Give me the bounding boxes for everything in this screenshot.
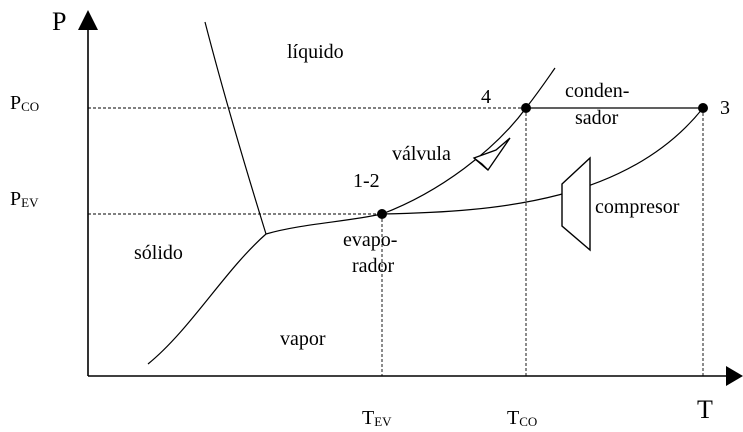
point-3-label: 3 (720, 97, 730, 119)
compressor-label: compresor (595, 196, 680, 218)
y-axis-label: P (52, 7, 66, 36)
solid-liquid-boundary (204, 21, 267, 235)
p-co-label: PCO (10, 92, 39, 114)
y-axis-arrow (78, 10, 98, 30)
p-ev-label: PEV (10, 188, 39, 210)
x-axis-label: T (697, 395, 713, 424)
point-3-marker (698, 103, 708, 113)
point-4-label: 4 (481, 86, 491, 108)
condenser-label-1: conden- (565, 80, 629, 102)
point-4-marker (521, 103, 531, 113)
valve-icon-arm (473, 157, 489, 171)
x-axis-arrow (726, 366, 743, 386)
evaporator-label-1: evapo- (343, 229, 397, 251)
valve-label: válvula (392, 143, 451, 165)
evaporator-label-2: rador (352, 255, 395, 277)
vapor-region-label: vapor (280, 328, 326, 350)
compression-curve (381, 107, 704, 215)
solid-region-label: sólido (134, 242, 183, 264)
solid-vapor-boundary (147, 233, 267, 365)
point-1-2-label: 1-2 (353, 170, 380, 192)
valve-icon (472, 137, 511, 171)
point-1-2-marker (377, 209, 387, 219)
t-ev-label: TEV (362, 407, 392, 429)
condenser-label-2: sador (575, 107, 619, 129)
liquid-region-label: líquido (287, 41, 344, 63)
t-co-label: TCO (507, 407, 537, 429)
liquid-vapor-boundary (265, 67, 556, 235)
compressor-icon (561, 156, 591, 252)
